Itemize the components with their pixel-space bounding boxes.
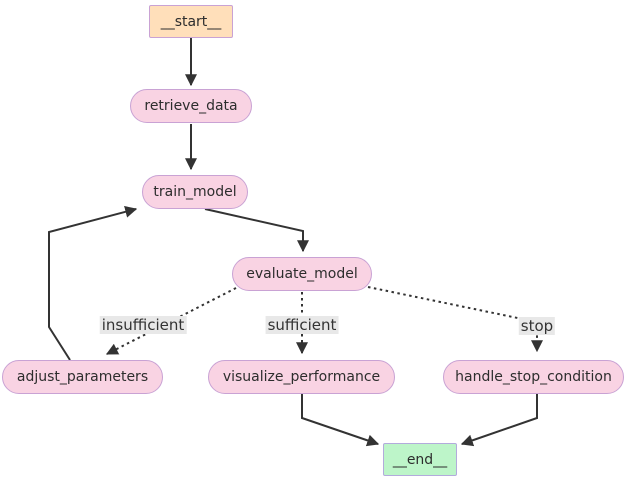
- edge-visualize-performance-to-end: [301, 394, 380, 447]
- edge-handle-stop-condition-to-end: [460, 392, 538, 447]
- edge-label-sufficient: sufficient: [265, 316, 339, 334]
- node-handle-stop-condition: handle_stop_condition: [443, 360, 624, 394]
- edge-label-insufficient: insufficient: [99, 316, 187, 334]
- node-evaluate-model: evaluate_model: [232, 257, 372, 291]
- node-end: __end__: [383, 443, 457, 476]
- node-retrieve-data: retrieve_data: [130, 89, 252, 123]
- node-visualize-performance: visualize_performance: [208, 360, 395, 394]
- edge-adjust-parameters-to-train-model: [48, 205, 138, 361]
- edge-label-stop: stop: [518, 317, 556, 335]
- node-train-model: train_model: [142, 175, 248, 209]
- node-adjust-parameters: adjust_parameters: [2, 360, 163, 394]
- edge-train-model-to-evaluate-model: [204, 208, 309, 253]
- edge-evaluate-model-to-handle-stop-condition: [367, 286, 543, 353]
- node-start: __start__: [149, 5, 233, 38]
